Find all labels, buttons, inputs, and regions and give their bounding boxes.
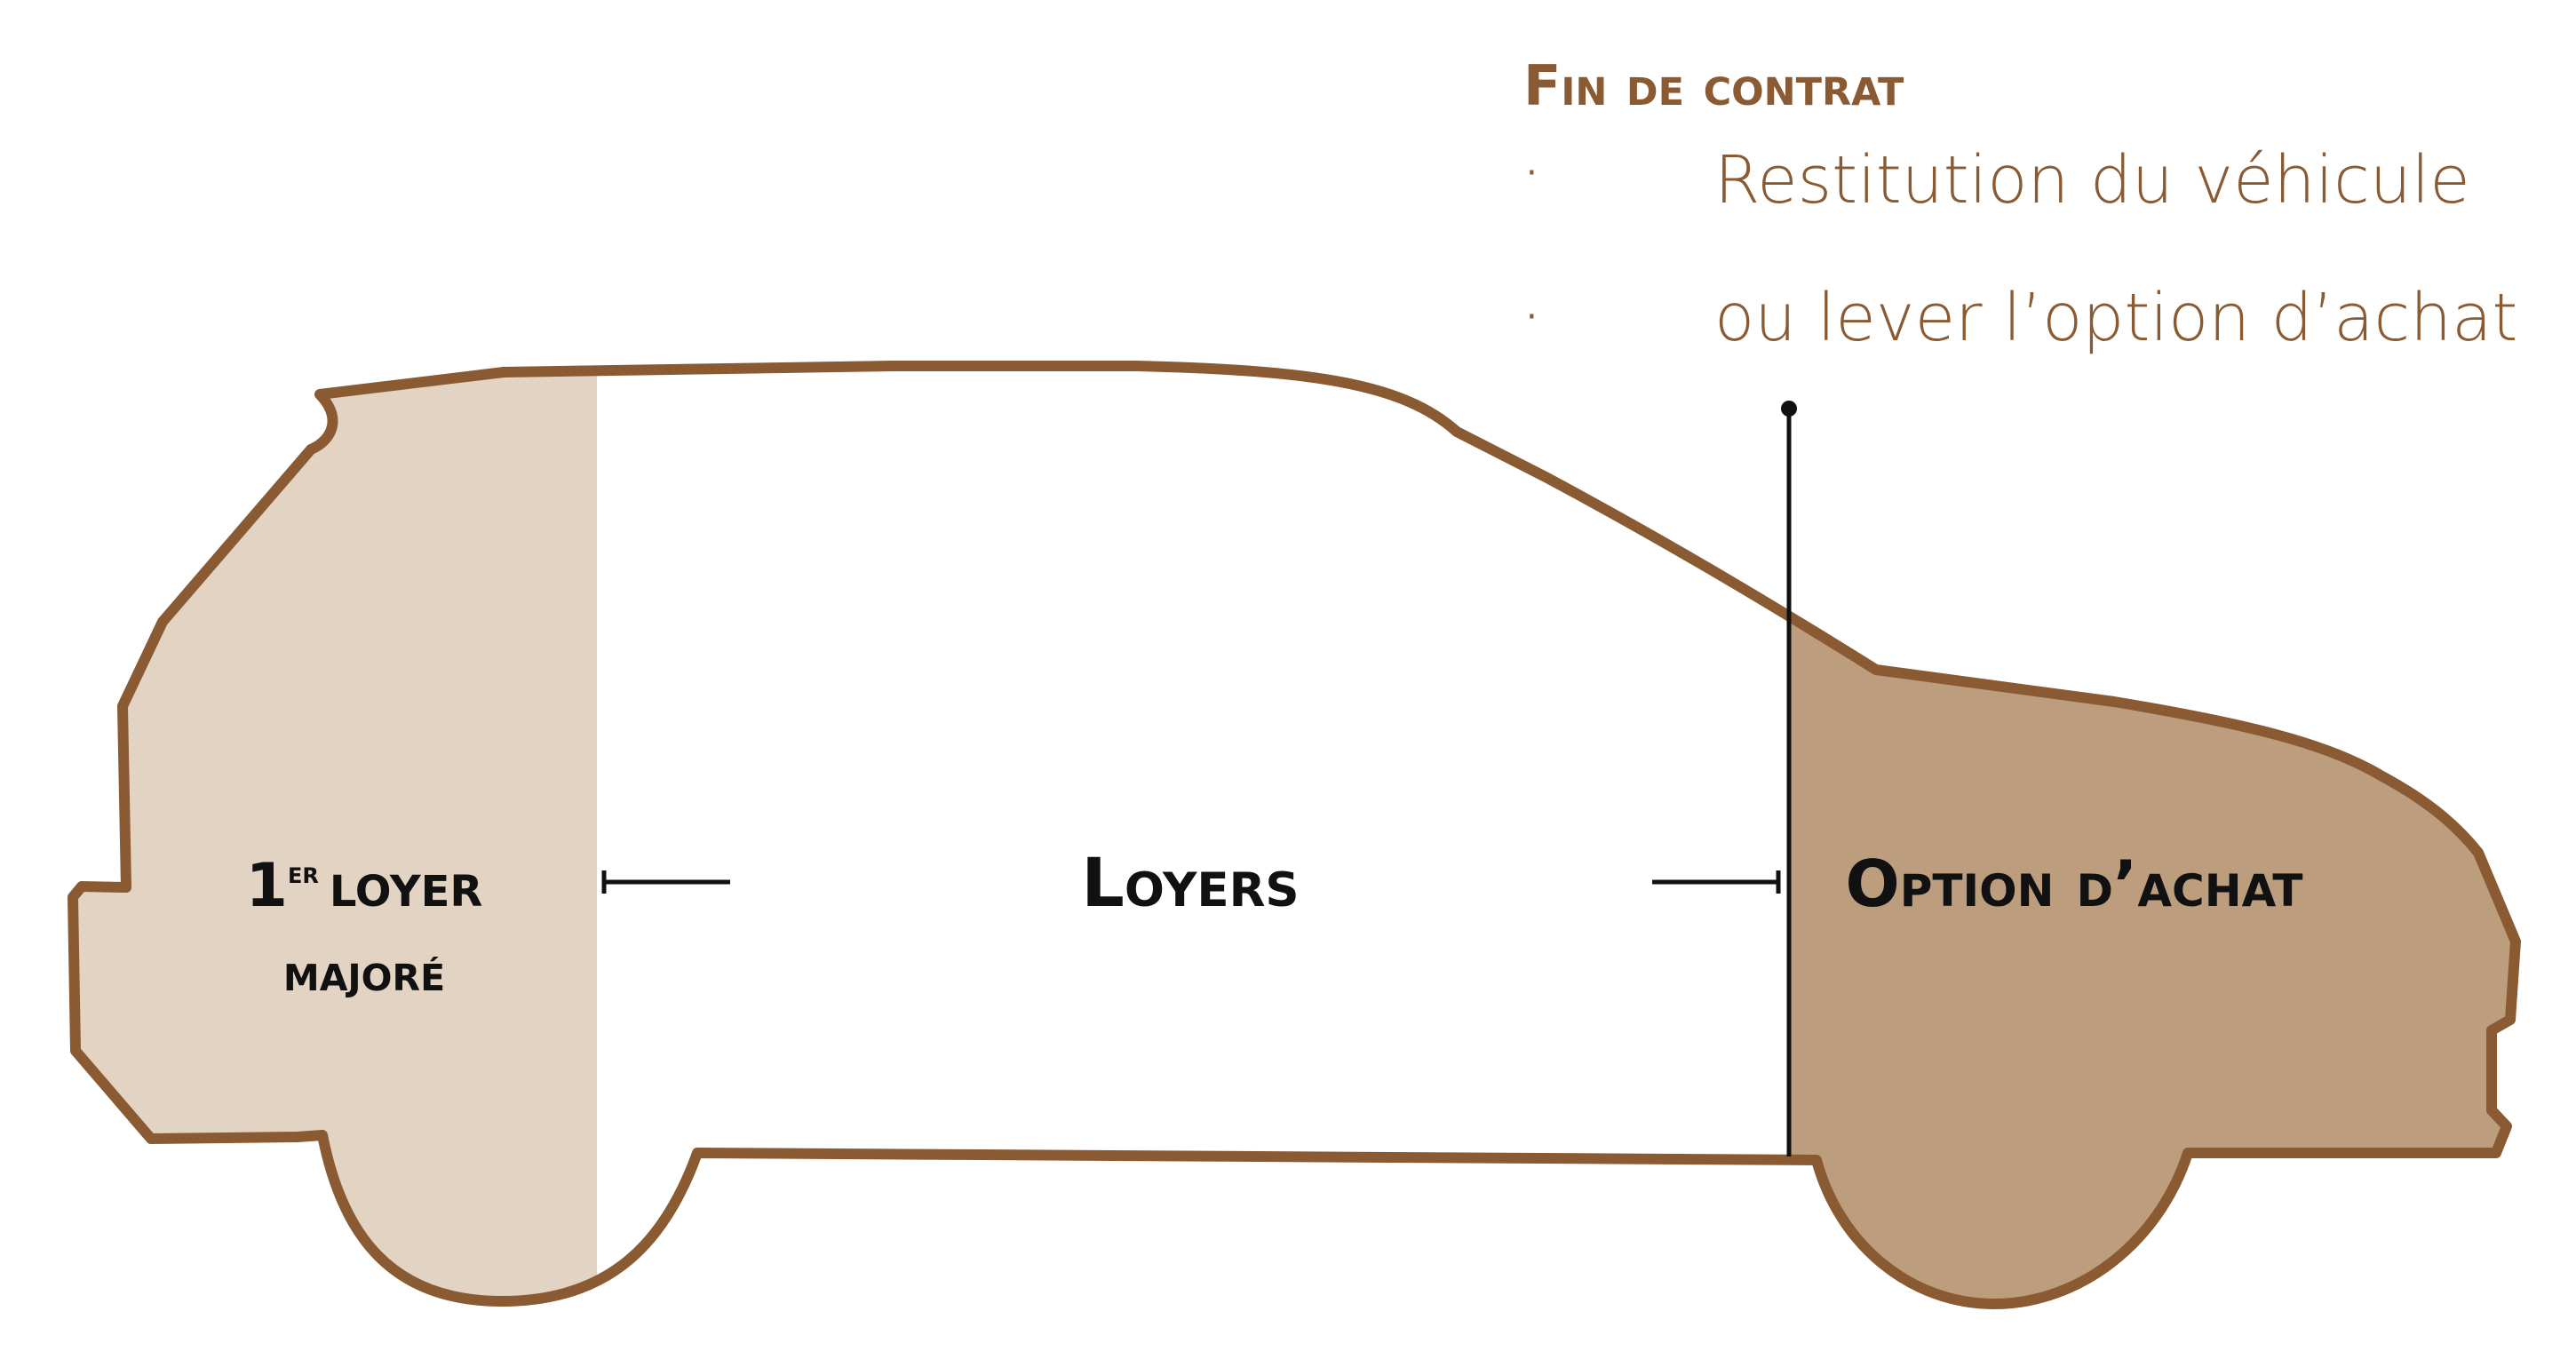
bullet-dot: ·: [1526, 153, 1538, 194]
payments-right-bracket: [1652, 870, 1781, 894]
bullet-item-option: ou lever l’option d’achat: [1714, 280, 2517, 356]
bullet-item-restitution: Restitution du véhicule: [1714, 142, 2470, 219]
payments-label: Loyers: [1081, 843, 1299, 922]
end-of-contract-marker-dot: [1781, 401, 1797, 417]
purchase-option-label: Option d’achat: [1846, 846, 2303, 921]
car-outline: [68, 361, 2521, 1309]
end-of-contract-heading: Fin de contrat: [1523, 53, 1904, 118]
first-payment-fill: [73, 366, 597, 1304]
first-payment-superscript: er: [288, 855, 319, 891]
first-payment-number: 1: [246, 851, 288, 921]
first-payment-label-line2: majoré: [283, 942, 445, 1003]
payments-left-bracket: [601, 870, 730, 894]
bullet-dot: ·: [1526, 297, 1538, 338]
first-payment-word: loyer: [330, 851, 482, 921]
